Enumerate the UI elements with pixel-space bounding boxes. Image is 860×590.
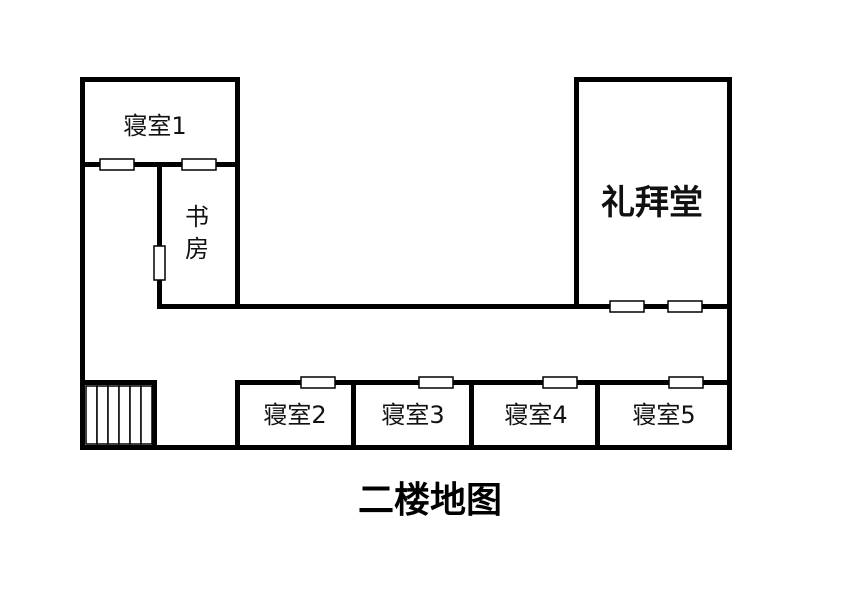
wall-left-lower <box>80 306 85 450</box>
stair-tread <box>96 385 109 445</box>
doors <box>99 158 704 389</box>
wall-chapel-right <box>727 77 732 450</box>
wall-bedroom4-5 <box>595 380 600 450</box>
wall-study-left <box>157 162 162 309</box>
door-bedroom2 <box>300 376 336 389</box>
door-chapel-right <box>667 300 703 313</box>
wall-bottom <box>80 445 732 450</box>
door-study-top <box>181 158 217 171</box>
plan-title: 二楼地图 <box>358 480 502 521</box>
door-bedroom3 <box>418 376 454 389</box>
wall-left-upper <box>80 77 85 309</box>
wall-corridor-top <box>235 304 732 309</box>
room-label-study-line2: 房 <box>185 235 209 263</box>
stair-tread <box>85 385 98 445</box>
wall-study-bottom <box>157 304 240 309</box>
stair-tread <box>140 385 153 445</box>
walls <box>80 77 732 450</box>
staircase <box>85 385 153 445</box>
room-label-chapel: 礼拜堂 <box>601 183 703 223</box>
wall-bedroom1-right <box>235 77 240 309</box>
door-study-left <box>153 245 166 281</box>
room-label-study-line1: 书 <box>185 203 209 231</box>
wall-stair-top <box>80 380 157 385</box>
wall-bedroom2-3 <box>351 380 356 450</box>
door-chapel-left <box>609 300 645 313</box>
wall-lower-rooms-top <box>235 380 732 385</box>
wall-chapel-left <box>574 77 579 309</box>
wall-stair-right <box>152 380 157 450</box>
stair-tread <box>129 385 142 445</box>
room-label-bedroom2: 寝室2 <box>263 401 326 429</box>
door-bedroom4 <box>542 376 578 389</box>
room-label-bedroom3: 寝室3 <box>381 401 444 429</box>
room-labels: 寝室1 书 房 礼拜堂 寝室2 寝室3 寝室4 寝室5 <box>123 112 703 429</box>
wall-chapel-top <box>574 77 732 82</box>
room-label-bedroom1: 寝室1 <box>123 112 186 140</box>
door-bedroom1 <box>99 158 135 171</box>
door-bedroom5 <box>668 376 704 389</box>
room-label-bedroom4: 寝室4 <box>504 401 567 429</box>
wall-bedroom3-4 <box>469 380 474 450</box>
stair-tread <box>107 385 120 445</box>
stair-tread <box>118 385 131 445</box>
room-label-bedroom5: 寝室5 <box>632 401 695 429</box>
wall-bedroom1-top <box>80 77 240 82</box>
wall-bedroom2-left <box>235 380 240 450</box>
